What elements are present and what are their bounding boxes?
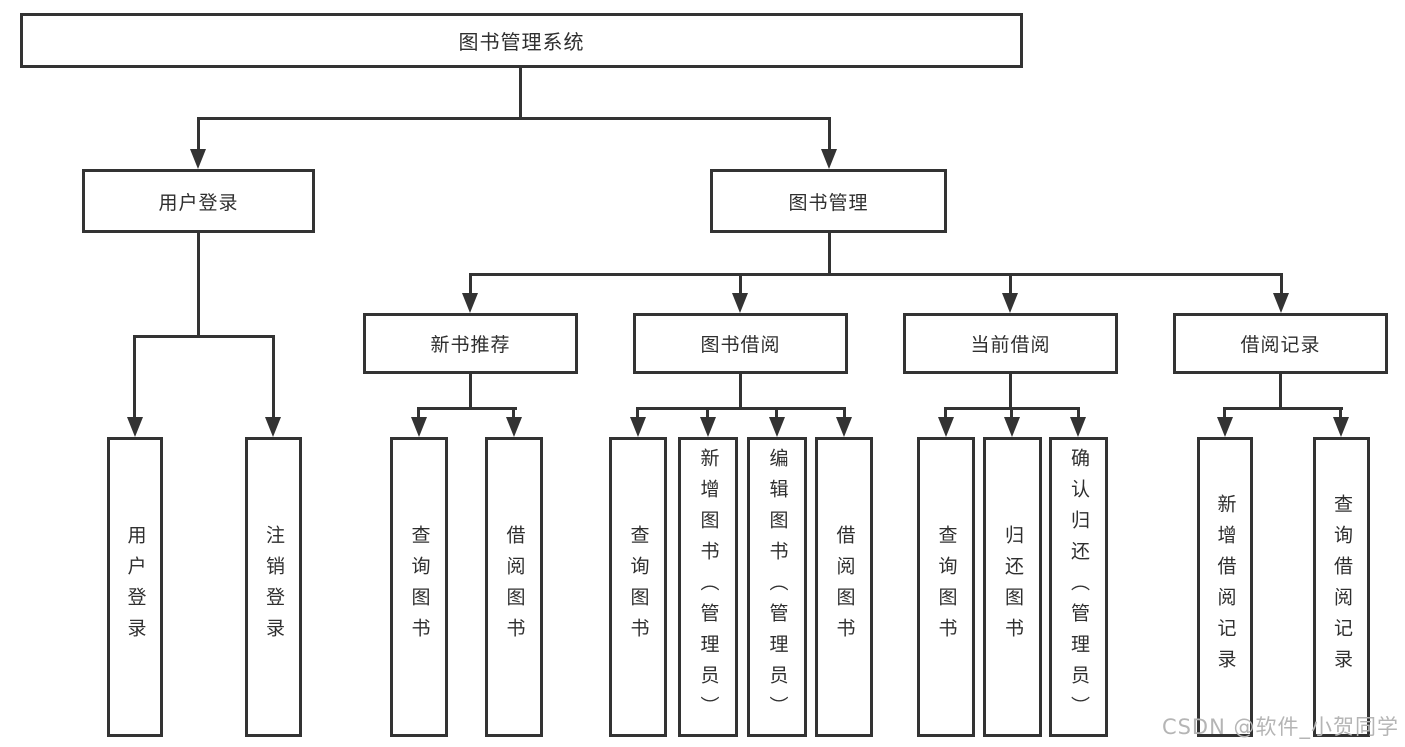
node-label: 查询图书 bbox=[935, 525, 958, 649]
node-label: 图书管理 bbox=[788, 191, 869, 214]
node-label: 借阅图书 bbox=[833, 525, 856, 649]
arrow-down-icon bbox=[1217, 417, 1233, 437]
connector-line bbox=[775, 407, 778, 419]
connector-line bbox=[739, 273, 742, 295]
connector-line bbox=[1223, 407, 1343, 410]
arrow-down-icon bbox=[1002, 293, 1018, 313]
node-label: 确认归还（管理员） bbox=[1068, 447, 1090, 727]
connector-line bbox=[828, 231, 831, 276]
arrow-down-icon bbox=[506, 417, 522, 437]
connector-line bbox=[1339, 407, 1342, 419]
node-label: 归还图书 bbox=[1002, 525, 1024, 649]
connector-line bbox=[706, 407, 709, 419]
leaf-query-borrowing-record: 查询借阅记录 bbox=[1313, 437, 1370, 737]
leaf-user-login: 用户登录 bbox=[107, 437, 163, 737]
node-user-login: 用户登录 bbox=[82, 169, 315, 233]
node-label: 借阅图书 bbox=[503, 525, 526, 649]
arrow-down-icon bbox=[127, 417, 143, 437]
arrow-down-icon bbox=[1004, 417, 1020, 437]
node-label: 编辑图书（管理员） bbox=[766, 447, 789, 727]
connector-line bbox=[133, 335, 136, 419]
connector-line bbox=[469, 372, 472, 410]
leaf-add-books-admin: 新增图书（管理员） bbox=[678, 437, 738, 737]
connector-line bbox=[1279, 372, 1282, 410]
connector-line bbox=[1009, 372, 1012, 410]
connector-line bbox=[417, 407, 517, 410]
connector-line bbox=[133, 335, 275, 338]
leaf-edit-books-admin: 编辑图书（管理员） bbox=[747, 437, 807, 737]
connector-line bbox=[512, 407, 515, 419]
node-book-borrowing: 图书借阅 bbox=[633, 313, 848, 374]
arrow-down-icon bbox=[1333, 417, 1349, 437]
node-current-borrowing: 当前借阅 bbox=[903, 313, 1118, 374]
leaf-borrow-books-recommend: 借阅图书 bbox=[485, 437, 543, 737]
leaf-query-books-current: 查询图书 bbox=[917, 437, 975, 737]
connector-line bbox=[1009, 273, 1012, 295]
arrow-down-icon bbox=[700, 417, 716, 437]
connector-line bbox=[417, 407, 420, 419]
arrow-down-icon bbox=[1070, 417, 1086, 437]
node-label: 查询借阅记录 bbox=[1331, 494, 1353, 680]
connector-line bbox=[197, 117, 200, 150]
leaf-query-books-recommend: 查询图书 bbox=[390, 437, 448, 737]
arrow-down-icon bbox=[630, 417, 646, 437]
arrow-down-icon bbox=[265, 417, 281, 437]
connector-line bbox=[1280, 273, 1283, 295]
node-label: 新增图书（管理员） bbox=[697, 447, 720, 727]
node-book-management: 图书管理 bbox=[710, 169, 947, 233]
arrow-down-icon bbox=[836, 417, 852, 437]
node-label: 当前借阅 bbox=[970, 334, 1051, 356]
connector-line bbox=[1223, 407, 1226, 419]
watermark-text: CSDN @软件_小贺同学 bbox=[1161, 715, 1399, 739]
connector-line bbox=[197, 117, 831, 120]
leaf-add-borrowing-record: 新增借阅记录 bbox=[1197, 437, 1253, 737]
node-label: 图书管理系统 bbox=[458, 30, 585, 54]
leaf-confirm-return-admin: 确认归还（管理员） bbox=[1049, 437, 1108, 737]
connector-line bbox=[828, 117, 831, 150]
arrow-down-icon bbox=[938, 417, 954, 437]
connector-line bbox=[636, 407, 846, 410]
connector-line bbox=[469, 273, 1283, 276]
arrow-down-icon bbox=[1273, 293, 1289, 313]
leaf-query-books-borrowing: 查询图书 bbox=[609, 437, 667, 737]
connector-line bbox=[272, 335, 275, 419]
node-label: 查询图书 bbox=[627, 525, 650, 649]
node-label: 图书借阅 bbox=[700, 334, 781, 356]
connector-line bbox=[469, 273, 472, 295]
connector-line bbox=[944, 407, 947, 419]
arrow-down-icon bbox=[821, 149, 837, 169]
node-label: 新增借阅记录 bbox=[1214, 494, 1237, 680]
connector-line bbox=[636, 407, 639, 419]
leaf-logout: 注销登录 bbox=[245, 437, 302, 737]
arrow-down-icon bbox=[732, 293, 748, 313]
arrow-down-icon bbox=[769, 417, 785, 437]
node-borrowing-records: 借阅记录 bbox=[1173, 313, 1388, 374]
node-new-book-recommendation: 新书推荐 bbox=[363, 313, 578, 374]
node-label: 用户登录 bbox=[158, 191, 239, 214]
node-library-management-system: 图书管理系统 bbox=[20, 13, 1023, 68]
leaf-borrow-books-borrowing: 借阅图书 bbox=[815, 437, 873, 737]
connector-line bbox=[197, 231, 200, 338]
connector-line bbox=[1010, 407, 1013, 419]
arrow-down-icon bbox=[462, 293, 478, 313]
node-label: 用户登录 bbox=[124, 525, 147, 649]
connector-line bbox=[843, 407, 846, 419]
node-label: 借阅记录 bbox=[1240, 334, 1321, 356]
node-label: 注销登录 bbox=[263, 525, 285, 649]
leaf-return-books: 归还图书 bbox=[983, 437, 1042, 737]
connector-line bbox=[519, 66, 522, 117]
arrow-down-icon bbox=[411, 417, 427, 437]
node-label: 新书推荐 bbox=[430, 334, 511, 356]
node-label: 查询图书 bbox=[408, 525, 431, 649]
connector-line bbox=[739, 372, 742, 410]
connector-line bbox=[1077, 407, 1080, 419]
arrow-down-icon bbox=[190, 149, 206, 169]
